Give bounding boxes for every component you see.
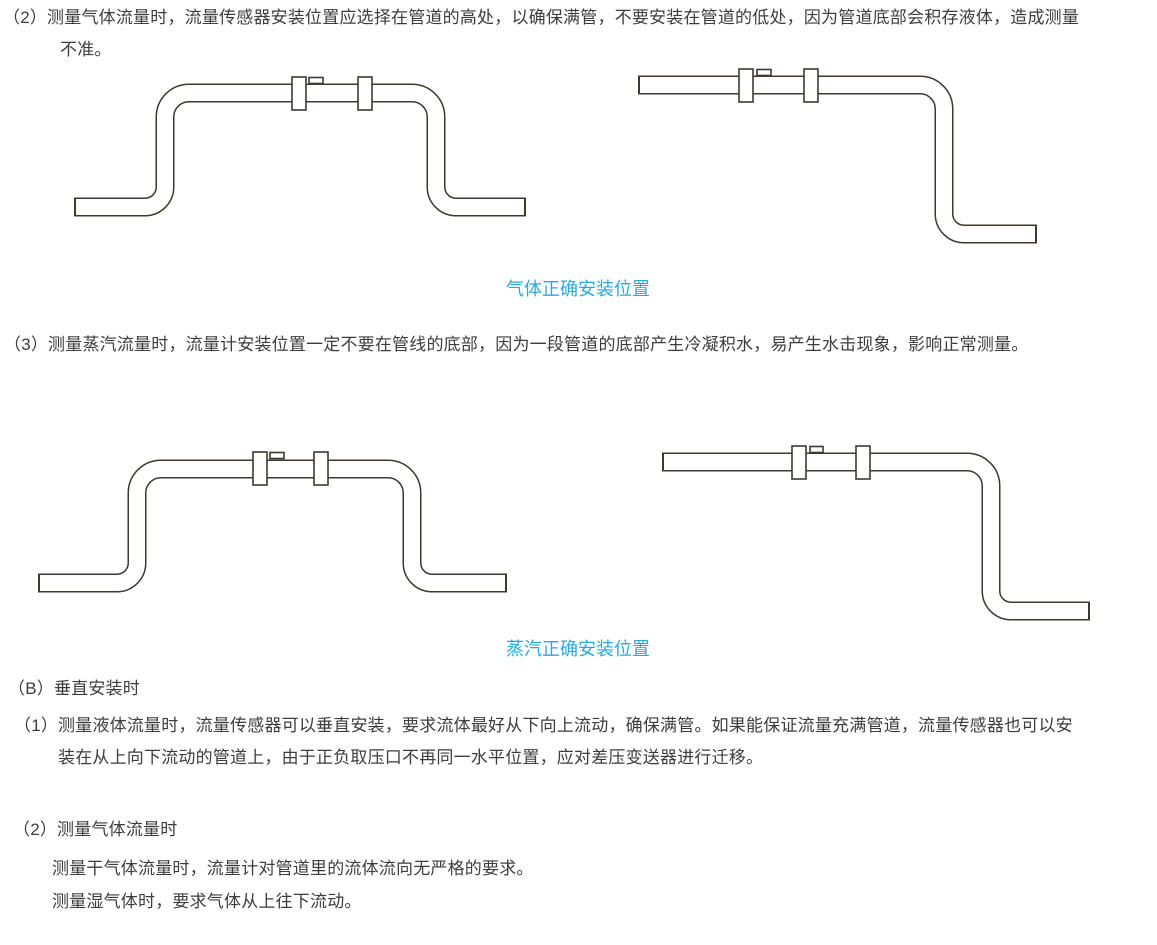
sensor-tap-icon (269, 451, 285, 460)
flange-icon (855, 445, 871, 480)
gas-diagram-caption: 气体正确安装位置 (506, 279, 650, 299)
vertical-item2-line2: 测量湿气体时，要求气体从上往下流动。 (52, 892, 362, 911)
sensor-tap-icon (308, 76, 324, 85)
vertical-install-heading: （B）垂直安装时 (8, 679, 140, 698)
flange-icon (803, 68, 819, 103)
sensor-tap-icon (756, 68, 772, 77)
sensor-tap-icon (809, 445, 824, 454)
diagram-steam-right-pipe (662, 445, 1090, 621)
steam-diagram-caption: 蒸汽正确安装位置 (506, 639, 650, 659)
vertical-item1-line2: 装在从上向下流动的管道上，由于正负取压口不再同一水平位置，应对差压变送器进行迁移… (58, 748, 764, 767)
flange-icon (313, 451, 329, 486)
flange-icon (291, 76, 307, 111)
steam-paragraph: （3）测量蒸汽流量时，流量计安装位置一定不要在管线的底部，因为一段管道的底部产生… (4, 335, 1029, 354)
flange-icon (791, 445, 807, 480)
diagram-gas-right-pipe (638, 68, 1037, 244)
vertical-item1-line1: （1）测量液体流量时，流量传感器可以垂直安装，要求流体最好从下向上流动，确保满管… (14, 716, 1073, 735)
gas-paragraph-line1: （2）测量气体流量时，流量传感器安装位置应选择在管道的高处，以确保满管，不要安装… (3, 8, 1080, 27)
flange-icon (357, 76, 373, 111)
diagram-gas-left-pipe (74, 76, 526, 217)
vertical-item2-heading: （2）测量气体流量时 (13, 820, 178, 839)
diagram-steam-left-pipe (38, 451, 507, 593)
gas-paragraph-line2: 不准。 (60, 40, 112, 59)
vertical-item2-line1: 测量干气体流量时，流量计对管道里的流体流向无严格的要求。 (52, 859, 534, 878)
flange-icon (252, 451, 268, 486)
flange-icon (738, 68, 754, 103)
